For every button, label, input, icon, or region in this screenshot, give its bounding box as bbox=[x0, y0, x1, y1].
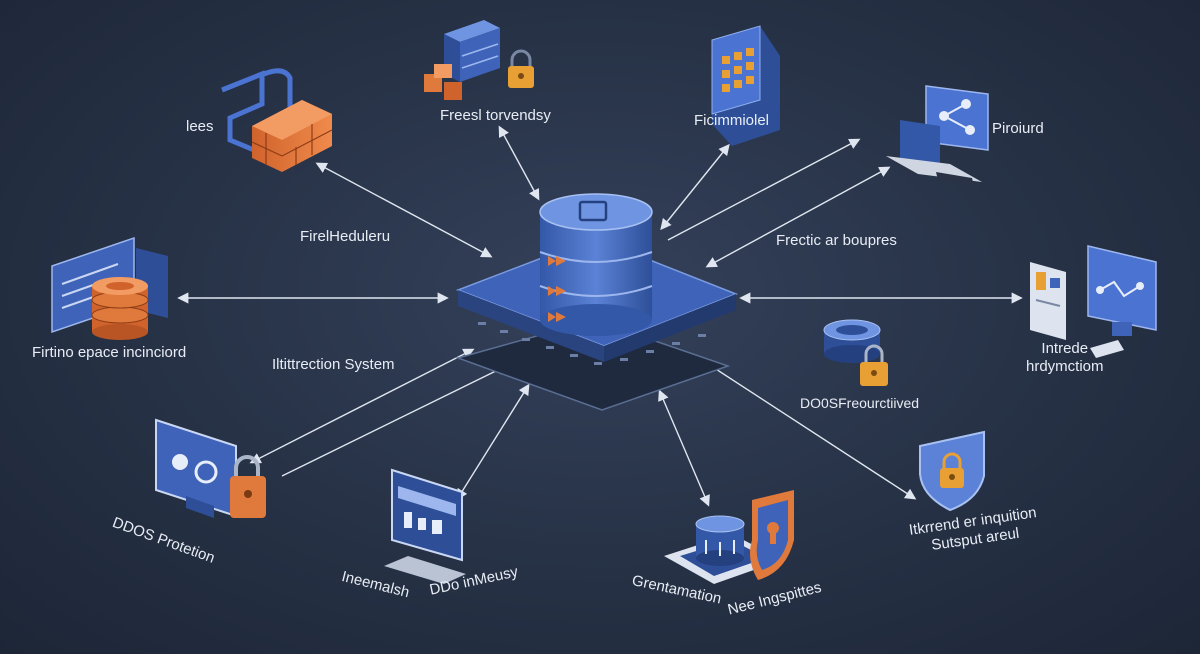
arrow-files bbox=[660, 143, 730, 231]
monitor-icon bbox=[1087, 245, 1157, 336]
arrow-gen bbox=[658, 389, 710, 507]
firewall-node bbox=[221, 68, 333, 172]
ddos-right-label: DO0SFreourctiived bbox=[800, 395, 920, 411]
center-left-label: FirelHeduleru bbox=[300, 228, 391, 245]
arrow-laptop bbox=[705, 166, 891, 268]
firewall-label: lees bbox=[186, 118, 214, 135]
arrow-system bbox=[281, 364, 509, 477]
shield-lock-icon bbox=[750, 490, 794, 580]
monitor-icon bbox=[155, 418, 237, 518]
server-node bbox=[424, 20, 534, 100]
shield-lock-icon bbox=[919, 430, 985, 512]
arrow-server bbox=[498, 125, 540, 201]
laptop-node bbox=[886, 85, 989, 186]
files-node bbox=[711, 25, 780, 146]
central-database-hub bbox=[455, 193, 739, 411]
document-panel-icon bbox=[1030, 262, 1066, 340]
intrusion-node bbox=[1030, 245, 1157, 358]
ddos-left-node bbox=[155, 418, 266, 518]
server-label: Freesl torvendsy bbox=[440, 107, 551, 124]
database-cylinder-icon bbox=[539, 193, 653, 336]
arrow-ddos-left bbox=[249, 348, 475, 464]
shield-node bbox=[919, 430, 985, 512]
arrow-shield bbox=[699, 358, 917, 500]
connection-arrows bbox=[177, 125, 1023, 507]
storage-label: Firtino epace incinciord bbox=[32, 344, 187, 361]
laptop-label: Piroiurd bbox=[992, 120, 1044, 137]
orange-blocks-icon bbox=[424, 64, 462, 100]
files-label: Ficimmiolel bbox=[694, 112, 769, 129]
arrow-ins bbox=[456, 383, 530, 501]
intrusion-label: Intrede hrdymctiom bbox=[1026, 340, 1104, 375]
monitor-icon bbox=[384, 468, 466, 584]
laptop-icon bbox=[886, 85, 989, 186]
arrow-laptop-top bbox=[667, 138, 861, 241]
padlock-icon bbox=[230, 455, 266, 518]
brick-wall-icon bbox=[251, 100, 333, 172]
gen-node bbox=[664, 490, 794, 584]
arrow-firewall bbox=[315, 162, 493, 258]
center-right-label: Frectic ar boupres bbox=[776, 232, 897, 249]
database-lock-icon bbox=[823, 319, 888, 386]
server-rack-icon bbox=[444, 20, 500, 82]
database-stack-icon bbox=[91, 277, 149, 340]
ddos-right-node bbox=[823, 319, 888, 386]
ins-node bbox=[384, 468, 466, 584]
cable-icon bbox=[221, 70, 265, 153]
file-folder-icon bbox=[711, 25, 780, 146]
padlock-icon bbox=[508, 49, 534, 88]
system-label: Iltittrection System bbox=[272, 356, 395, 373]
storage-node bbox=[51, 236, 168, 340]
